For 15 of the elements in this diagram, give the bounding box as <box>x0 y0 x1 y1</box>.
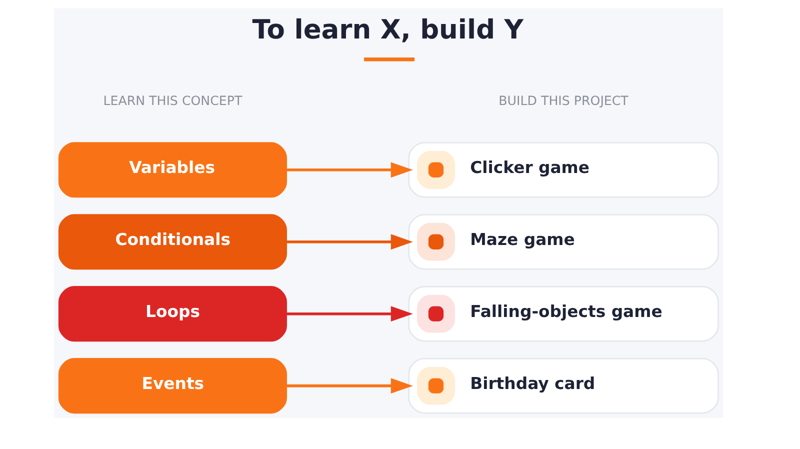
node-box: Maze game <box>408 214 719 270</box>
node-box: Conditionals <box>58 214 287 270</box>
arrow <box>286 378 413 394</box>
arrow <box>286 162 413 178</box>
arrow <box>286 234 413 250</box>
diagram-title: To learn X, build Y <box>252 14 524 46</box>
node-box: Birthday card <box>408 358 719 414</box>
label: LEARN THIS CONCEPT <box>103 92 242 108</box>
node-box: Loops <box>58 286 287 342</box>
node-box: Falling-objects game <box>408 286 719 342</box>
node-box: Events <box>58 358 287 414</box>
arrow <box>286 306 413 322</box>
label: BUILD THIS PROJECT <box>498 92 628 108</box>
node-box: Clicker game <box>408 142 719 198</box>
node-box: Variables <box>58 142 287 198</box>
